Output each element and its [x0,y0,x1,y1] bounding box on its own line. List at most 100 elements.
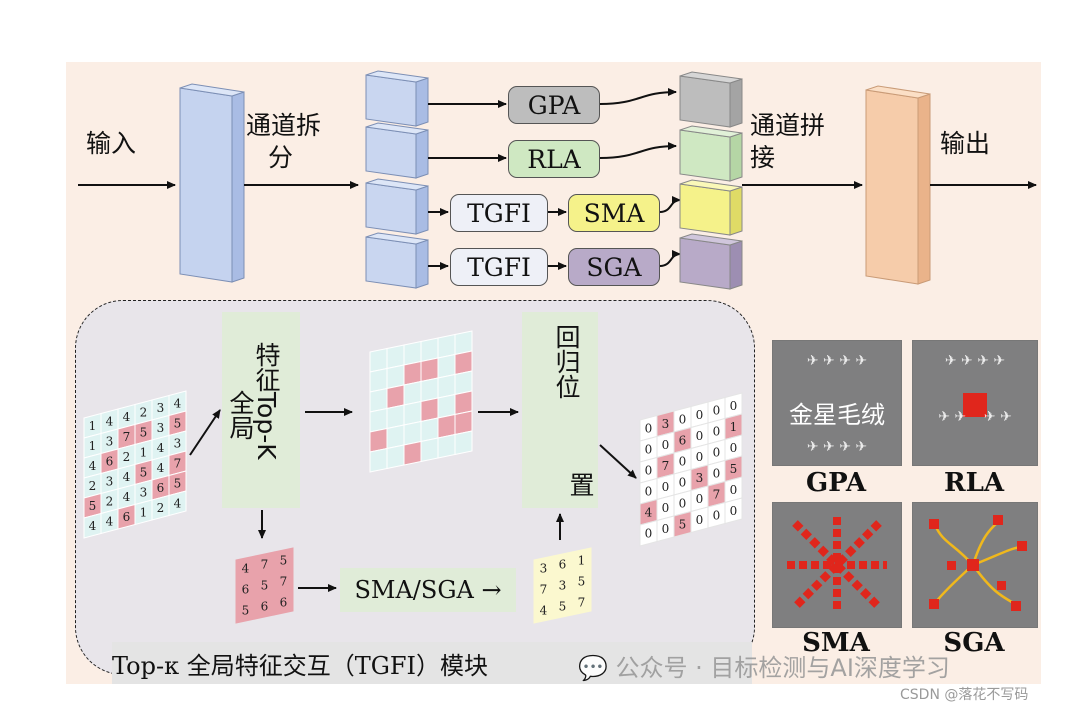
grid-value: 4 [123,470,131,484]
grid-value: 0 [662,480,670,494]
sga-output-cube [679,233,743,290]
grid-value: 0 [679,496,687,510]
grid-cell [273,589,294,616]
grid-value: 2 [123,450,131,464]
grid-value: 1 [140,445,148,459]
grid-cell [403,420,422,446]
grid-cell [437,393,456,419]
grid-cell [403,360,422,386]
grid-value: 0 [645,442,653,456]
grid-value: 5 [730,462,738,476]
grid-value: 3 [140,485,148,499]
grid-value: 4 [123,410,131,424]
grid-value: 6 [679,433,687,447]
grid-value: 3 [662,417,670,431]
sma-box: SMA [568,194,660,232]
grid-value: 6 [280,596,288,610]
tgfi-module-caption: Top-κ 全局特征交互（TGFI）模块 [112,652,489,680]
grid-value: 0 [730,483,738,497]
grid-value: 7 [280,575,288,589]
grid-value: 0 [730,504,738,518]
sga-graph-pattern [929,515,1027,611]
grid-value: 5 [261,579,269,593]
grid-value: 3 [157,421,165,435]
grid-value: 0 [645,526,653,540]
grid-cell [420,437,439,463]
output-feature-cube [865,85,931,285]
grid-value: 4 [242,562,250,576]
grid-value: 5 [280,554,288,568]
grid-value: 7 [261,558,269,572]
grid-cell [386,364,405,390]
gpa-overlay-text: 金星毛绒 [789,401,885,429]
grid-cell [369,387,388,413]
channel-concat-label-2: 接 [750,143,776,172]
grid-cell [437,413,456,439]
wechat-watermark-text: 公众号 · 目标检测与AI深度学习 [615,654,950,682]
grid-value: 1 [140,505,148,519]
grid-cell [420,337,439,363]
split-cube-1 [365,70,429,127]
grid-value: 3 [559,579,567,593]
concat-cubes [679,71,743,290]
grid-value: 4 [106,514,114,528]
topk-mask-grid [369,330,473,473]
sga-box: SGA [568,248,660,286]
grid-value: 0 [662,438,670,452]
sma-star-pattern [787,517,887,613]
grid-value: 5 [559,600,567,614]
grid-value: 1 [89,439,97,453]
grid-cell [403,380,422,406]
grid-value: 0 [696,408,704,422]
grid-cell [386,424,405,450]
restore-label-2: 置 [566,472,595,497]
gpa-example-label: GPA [805,468,867,498]
grid-cell [437,373,456,399]
rla-example-image: ✈ ✈ ✈ ✈ ✈ ✈ ✈ ✈ [912,340,1038,466]
split-cubes [365,70,429,289]
grid-value: 0 [696,429,704,443]
sma-example-label: SMA [802,628,870,658]
grid-value: 0 [713,445,721,459]
grid-value: 5 [679,517,687,531]
restore-label-1: 回归位 [552,324,581,399]
arrow-restore-to-output [599,444,637,479]
grid-cell [403,340,422,366]
grid-value: 3 [696,471,704,485]
grid-cell [454,430,473,456]
grid-cell [420,397,439,423]
grid-cell [724,497,743,525]
grid-value: 0 [713,508,721,522]
input-label: 输入 [86,129,137,158]
split-cube-4 [365,232,429,289]
grid-cell [369,367,388,393]
tgfi-box-2: TGFI [450,248,548,286]
grid-value: 4 [106,414,114,428]
grid-cell [403,400,422,426]
grid-value: 0 [730,399,738,413]
grid-value: 1 [89,419,97,433]
grid-value: 7 [662,459,670,473]
grid-cell [454,350,473,376]
topk-label-1: 特征Top-K [252,342,281,460]
grid-value: 4 [89,459,97,473]
grid-value: 2 [157,501,165,515]
grid-cell [386,444,405,470]
sma-output-cube [679,179,743,236]
grid-value: 0 [645,484,653,498]
grid-value: 1 [578,554,586,568]
grid-value: 4 [157,441,165,455]
curve-gpa-out [599,88,677,105]
grid-cell [437,353,456,379]
grid-value: 0 [713,466,721,480]
curve-sma-out [659,196,681,213]
gpa-example-image: ✈ ✈ ✈ ✈ 金星毛绒 ✈ ✈ ✈ ✈ [772,340,902,466]
grid-cell [437,333,456,359]
output-label: 输出 [940,129,991,158]
grid-value: 1 [730,420,738,434]
grid-value: 3 [540,562,548,576]
